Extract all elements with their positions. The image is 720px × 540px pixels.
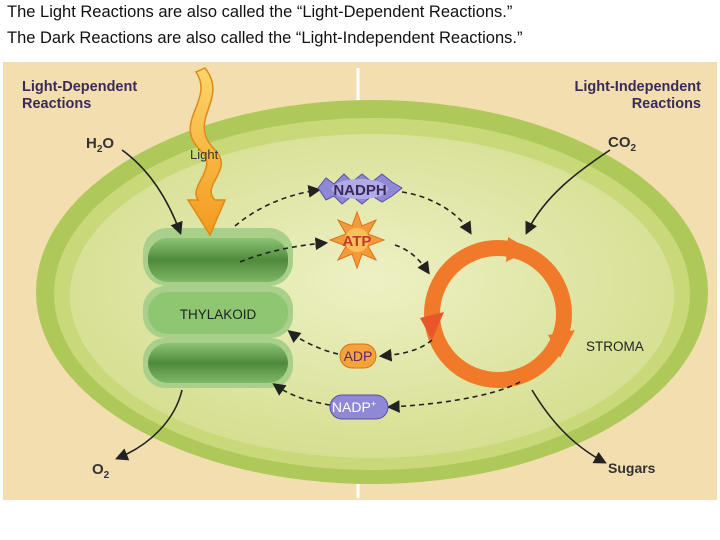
thylakoid-stack <box>143 228 293 388</box>
right-header-line-2: Reactions <box>632 96 701 112</box>
o2-label: O2 <box>92 461 110 481</box>
adp-badge <box>339 343 377 369</box>
nadph-badge <box>317 173 403 205</box>
nadph-label: NADPH <box>333 182 386 199</box>
nadp-badge <box>329 394 389 420</box>
stroma-label: STROMA <box>586 339 644 354</box>
solid-arrows <box>115 149 611 464</box>
h2o-label: H2O <box>86 135 114 155</box>
light-label: Light <box>190 147 219 162</box>
atp-badge <box>328 210 386 270</box>
nadp-label: NADP+ <box>332 399 376 415</box>
co2-label: CO2 <box>608 134 637 154</box>
left-header-line-1: Light-Dependent <box>22 79 137 95</box>
atp-label: ATP <box>343 233 372 250</box>
light-arrow <box>186 67 227 237</box>
caption-line-1: The Light Reactions are also called the … <box>7 3 513 21</box>
caption-line-2: The Dark Reactions are also called the “… <box>7 29 523 47</box>
left-header-line-2: Reactions <box>22 96 91 112</box>
sugars-label: Sugars <box>608 460 656 476</box>
calvin-cycle <box>420 237 575 388</box>
adp-label: ADP <box>344 348 373 364</box>
dashed-arrows <box>234 185 521 413</box>
thylakoid-label: THYLAKOID <box>180 307 257 322</box>
right-header-line-1: Light-Independent <box>575 79 702 95</box>
